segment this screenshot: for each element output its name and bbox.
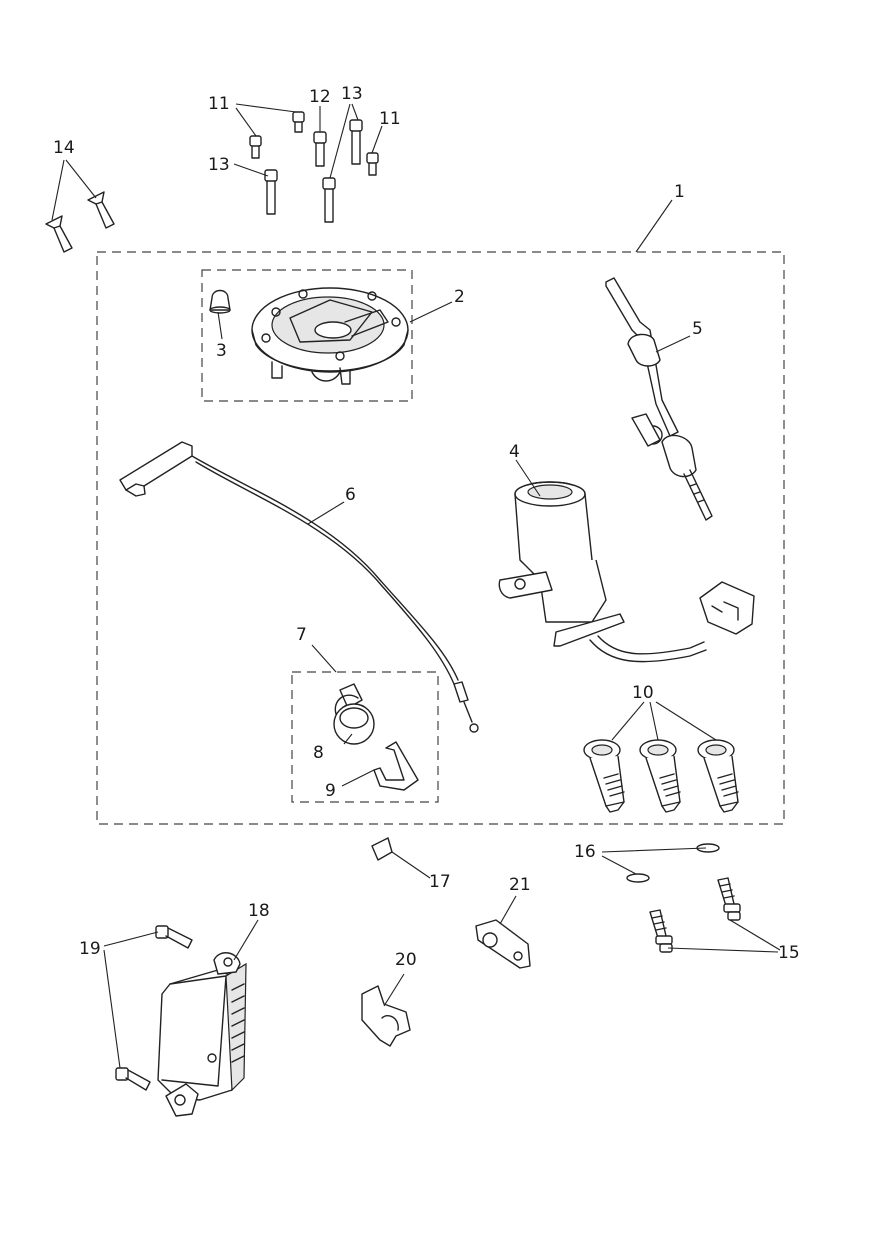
- callout-1: 1: [674, 182, 685, 202]
- washer-part-16-a[interactable]: [626, 873, 650, 883]
- callout-13-left: 13: [208, 155, 230, 175]
- bolt-part-12[interactable]: [313, 131, 327, 167]
- callout-6: 6: [345, 485, 356, 505]
- callout-2: 2: [454, 287, 465, 307]
- bolt-part-13-center[interactable]: [322, 177, 336, 223]
- plate-part-21[interactable]: [475, 919, 531, 969]
- callout-18: 18: [248, 901, 270, 921]
- kit-1-boundary: [96, 251, 785, 825]
- keys-part-5[interactable]: [605, 277, 713, 521]
- plug-part-3[interactable]: [209, 289, 231, 314]
- ecu-part-18[interactable]: [157, 952, 247, 1117]
- bolt-part-11-left[interactable]: [249, 135, 262, 159]
- lock-barrels-part-10[interactable]: [583, 739, 739, 813]
- callout-5: 5: [692, 319, 703, 339]
- callout-11-left: 11: [208, 94, 230, 114]
- kit-7-boundary: [291, 671, 439, 803]
- bolt-part-19-top[interactable]: [155, 925, 193, 949]
- kit-2-boundary: [201, 269, 413, 402]
- callout-19: 19: [79, 939, 101, 959]
- callout-21: 21: [509, 875, 531, 895]
- callout-labels: 1 2 3 4 5 6 7 8 9 10 11 11 12 13 13 14 1…: [53, 84, 800, 970]
- fuel-cap-part-2[interactable]: [251, 287, 409, 385]
- bolt-part-11-right[interactable]: [366, 152, 379, 176]
- callout-20: 20: [395, 950, 417, 970]
- stud-part-15-right[interactable]: [717, 877, 741, 921]
- callout-11-right: 11: [379, 109, 401, 129]
- callout-9: 9: [325, 781, 336, 801]
- callout-12: 12: [309, 87, 331, 107]
- screw-part-14-right[interactable]: [87, 191, 115, 229]
- callout-13-top: 13: [341, 84, 363, 104]
- lock-part-8[interactable]: [333, 683, 375, 745]
- callout-7: 7: [296, 625, 307, 645]
- callout-14: 14: [53, 138, 75, 158]
- callout-8: 8: [313, 743, 324, 763]
- bolt-part-13-left[interactable]: [264, 169, 278, 215]
- callout-16: 16: [574, 842, 596, 862]
- bolt-part-19-bottom[interactable]: [115, 1067, 151, 1091]
- bolt-part-13-right[interactable]: [349, 119, 363, 165]
- ignition-switch-part-4[interactable]: [498, 481, 755, 663]
- bolt-part-11-top[interactable]: [292, 111, 305, 133]
- leader-lines: [51, 103, 781, 1069]
- clip-part-9[interactable]: [373, 741, 419, 791]
- stud-part-15-left[interactable]: [649, 909, 673, 953]
- screw-part-14-left[interactable]: [45, 215, 73, 253]
- bracket-part-20[interactable]: [361, 985, 411, 1047]
- callout-4: 4: [509, 442, 520, 462]
- callout-10: 10: [632, 683, 654, 703]
- cable-part-6[interactable]: [119, 441, 479, 733]
- callout-3: 3: [216, 341, 227, 361]
- callout-15: 15: [778, 943, 800, 963]
- callout-17: 17: [429, 872, 451, 892]
- clip-part-17[interactable]: [371, 837, 393, 861]
